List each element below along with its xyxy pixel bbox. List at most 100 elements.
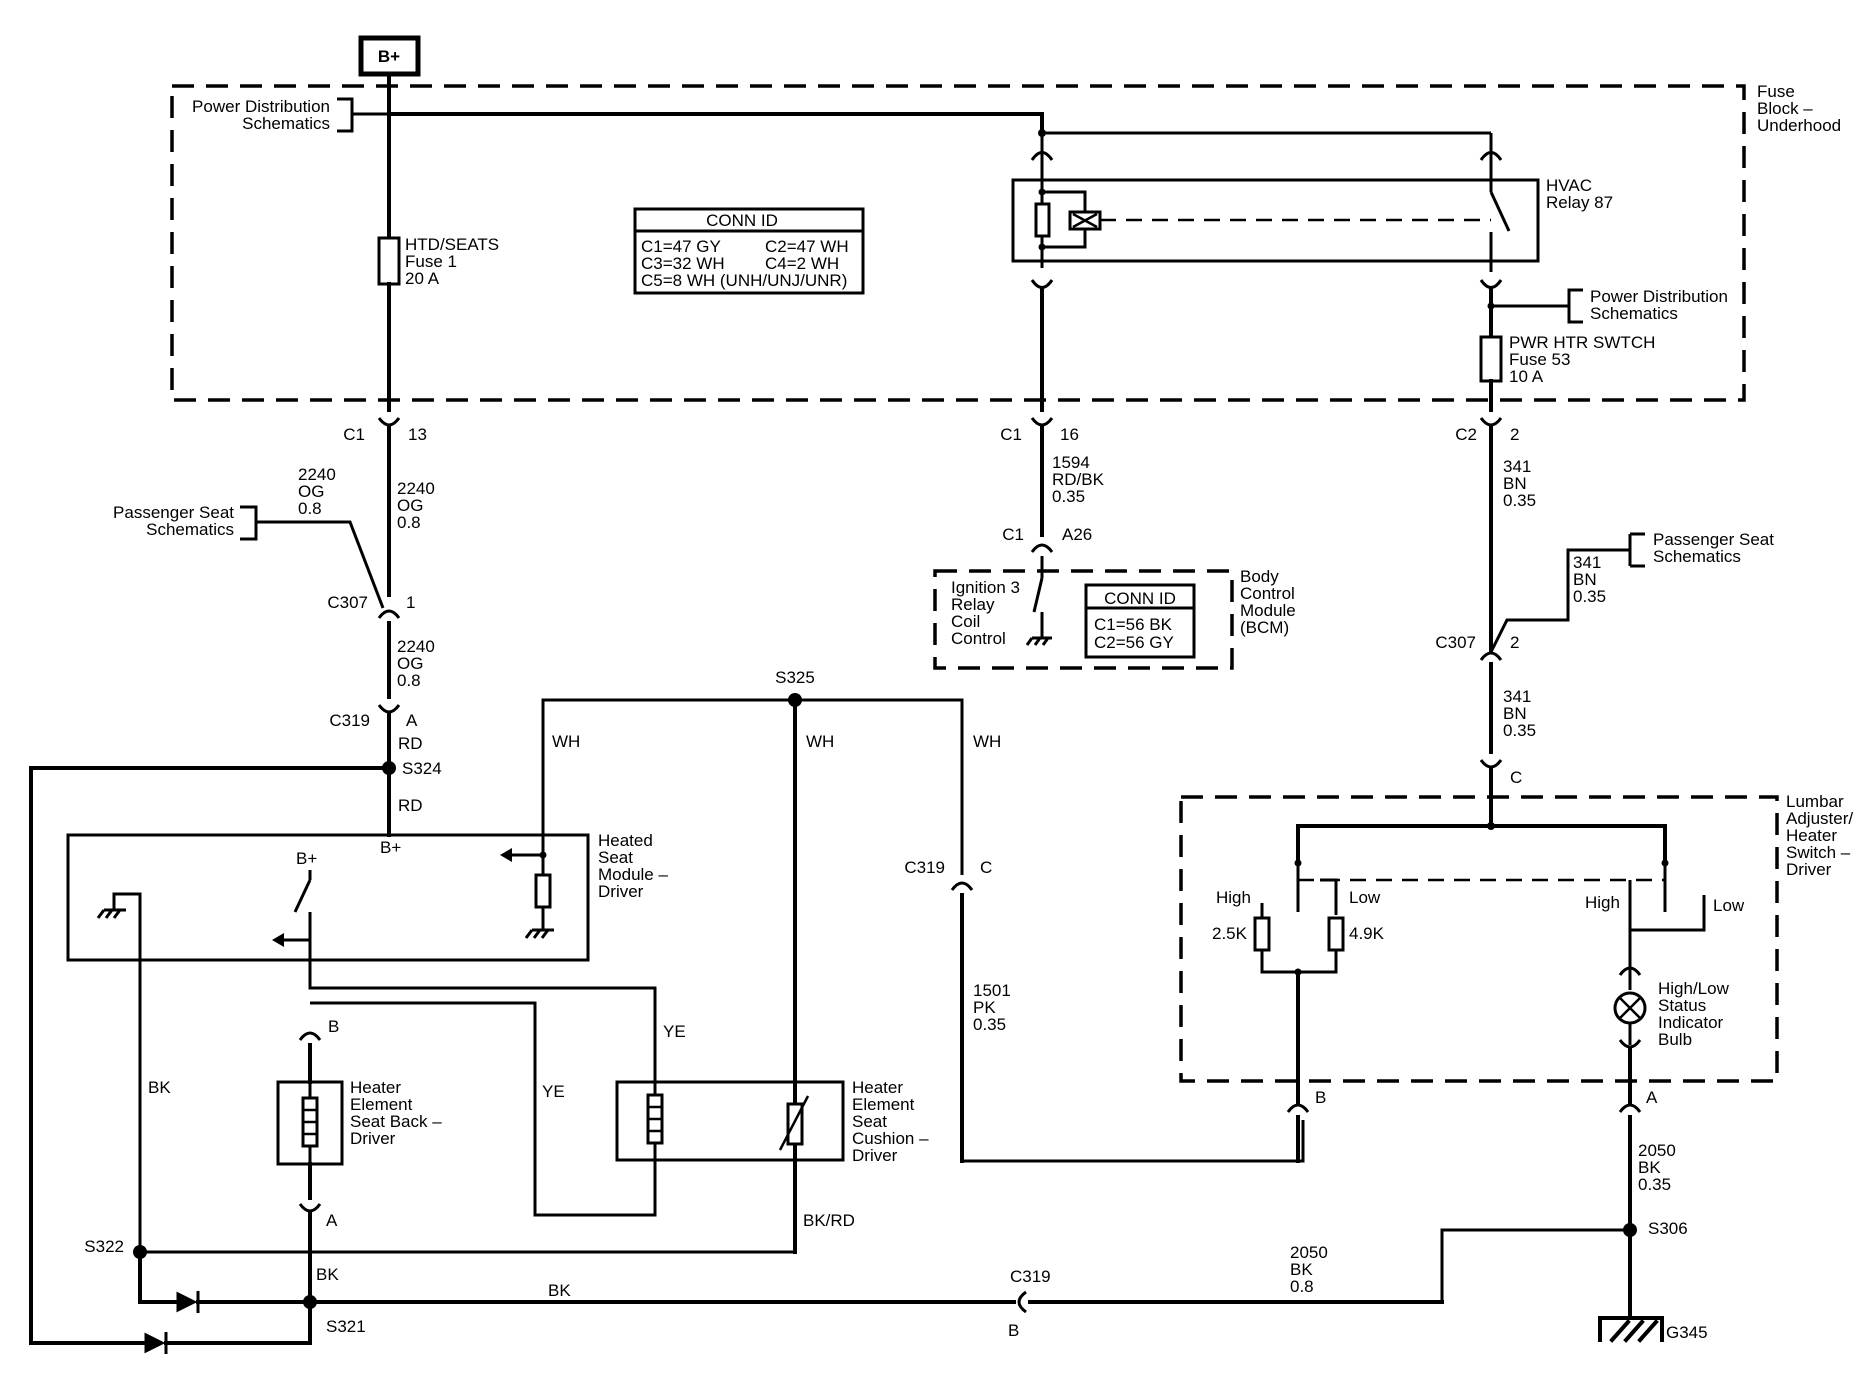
pss-bracket-2 xyxy=(1489,532,1645,653)
fuse-block-label: Fuse xyxy=(1757,82,1795,101)
label-g345: G345 xyxy=(1666,1323,1708,1342)
label-ca: A xyxy=(1646,1088,1658,1107)
fuse-1-label-3: 20 A xyxy=(405,269,440,288)
bulb-label-3: Indicator xyxy=(1658,1013,1724,1032)
w2240c-1: 2240 xyxy=(397,637,435,656)
label-p2a: 2 xyxy=(1510,425,1519,444)
hsm-label-2: Seat xyxy=(598,848,633,867)
connector-c319-a xyxy=(377,704,401,714)
hvac-relay xyxy=(1011,178,1540,263)
label-wh3: WH xyxy=(973,732,1001,751)
pds-label-1: Power Distribution xyxy=(192,97,330,116)
w341b-3: 0.35 xyxy=(1573,587,1606,606)
lumbar-node-l xyxy=(1294,859,1302,867)
connector-c319-c xyxy=(950,881,974,891)
bcm-ign-switch xyxy=(1032,577,1044,613)
relay-coil-x xyxy=(1072,212,1098,229)
w1594-1: 1594 xyxy=(1052,453,1090,472)
label-heb-a: A xyxy=(326,1211,338,1230)
fuse-block-boundary xyxy=(170,84,1746,402)
conn-id-table xyxy=(633,207,865,295)
wire-ye-loop xyxy=(310,1001,657,1217)
lumbar-high2: High xyxy=(1585,893,1620,912)
label-pa: A xyxy=(406,711,418,730)
w2050a-3: 0.35 xyxy=(1638,1175,1671,1194)
lumbar-r1: 2.5K xyxy=(1212,924,1248,943)
hec-label-2: Element xyxy=(852,1095,915,1114)
ign-label-3: Coil xyxy=(951,612,980,631)
hvac-relay-label-2: Relay 87 xyxy=(1546,193,1613,212)
pds-label-2b: Schematics xyxy=(1590,304,1678,323)
relay-connector-right-bottom xyxy=(1479,279,1503,289)
w2050a-2: BK xyxy=(1638,1158,1661,1177)
diode-top xyxy=(176,1291,200,1313)
hsm-resistor xyxy=(534,873,552,909)
label-c319-a: C319 xyxy=(329,711,370,730)
label-p13: 13 xyxy=(408,425,427,444)
lumbar-label-4: Switch – xyxy=(1786,843,1851,862)
hsm-switch xyxy=(293,879,312,913)
label-c2: C2 xyxy=(1455,425,1477,444)
connector-bulb-bottom xyxy=(1618,1039,1642,1049)
conn-id-r3: C5=8 WH (UNH/UNJ/UNR) xyxy=(641,271,847,290)
wire-wh-left xyxy=(541,698,795,855)
fuse-53-label-2: Fuse 53 xyxy=(1509,350,1570,369)
heb-label-4: Driver xyxy=(350,1129,396,1148)
label-p16: 16 xyxy=(1060,425,1079,444)
connector-c2-2 xyxy=(1479,417,1503,427)
lumbar-switch-boundary xyxy=(1179,795,1779,1083)
label-c319-c: C319 xyxy=(904,858,945,877)
label-c307-right: C307 xyxy=(1435,633,1476,652)
ign-label-1: Ignition 3 xyxy=(951,578,1020,597)
hsm-arrowhead-2 xyxy=(500,848,512,862)
hvac-relay-label: HVAC xyxy=(1546,176,1592,195)
pds-bracket-2 xyxy=(1491,288,1583,324)
pss-label-1: Passenger Seat xyxy=(113,503,234,522)
fuse-53 xyxy=(1479,335,1503,383)
connector-lumbar-c xyxy=(1479,759,1503,769)
conn-id-r2a: C3=32 WH xyxy=(641,254,725,273)
bulb-label-4: Bulb xyxy=(1658,1030,1692,1049)
diode-bottom xyxy=(144,1332,168,1354)
label-wh2: WH xyxy=(806,732,834,751)
hsm-label-4: Driver xyxy=(598,882,644,901)
label-s321: S321 xyxy=(326,1317,366,1336)
pss-bracket-1 xyxy=(240,505,385,609)
fuse-block-label-2: Block – xyxy=(1757,99,1813,118)
lumbar-node-r xyxy=(1661,859,1669,867)
splice-s321 xyxy=(303,1295,317,1309)
label-bk2: BK xyxy=(316,1265,339,1284)
w1594-2: RD/BK xyxy=(1052,470,1105,489)
w1594-3: 0.35 xyxy=(1052,487,1085,506)
hec-label-4: Cushion – xyxy=(852,1129,929,1148)
w2240c-3: 0.8 xyxy=(397,671,421,690)
connector-c1-16 xyxy=(1030,417,1054,427)
relay-switch xyxy=(1489,191,1511,232)
label-bk1: BK xyxy=(148,1078,171,1097)
label-heb-b: B xyxy=(328,1017,339,1036)
hsm-arrowhead-1 xyxy=(272,933,284,947)
connector-heb-b xyxy=(298,1031,322,1041)
label-c319-b: C319 xyxy=(1010,1267,1051,1286)
lumbar-label-2: Adjuster/ xyxy=(1786,809,1853,828)
heb-label-1: Heater xyxy=(350,1078,401,1097)
lumbar-label-3: Heater xyxy=(1786,826,1837,845)
w2240a-3: 0.8 xyxy=(298,499,322,518)
pss-label-2b: Schematics xyxy=(1653,547,1741,566)
bcm-ign-ground xyxy=(1025,612,1052,646)
fuse-53-label: PWR HTR SWTCH xyxy=(1509,333,1655,352)
conn-id-r1b: C2=47 WH xyxy=(765,237,849,256)
heater-element-seat-cushion xyxy=(615,1080,845,1162)
label-cc: C xyxy=(1510,768,1522,787)
pds-label-1b: Schematics xyxy=(242,114,330,133)
label-pc: C xyxy=(980,858,992,877)
wire-2050-up xyxy=(1440,1228,1632,1302)
w341b-2: BN xyxy=(1573,570,1597,589)
w2240b-3: 0.8 xyxy=(397,513,421,532)
hec-label-3: Seat xyxy=(852,1112,887,1131)
conn-id-r1a: C1=47 GY xyxy=(641,237,721,256)
hsm-ground-left xyxy=(96,892,142,1253)
wire-ye-top xyxy=(308,940,657,1082)
w341c-3: 0.35 xyxy=(1503,721,1536,740)
